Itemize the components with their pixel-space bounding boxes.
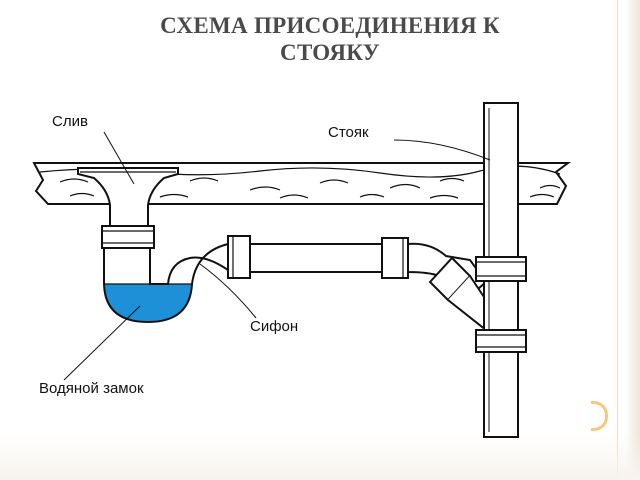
slide-title-line-2: СТОЯКУ xyxy=(280,40,380,65)
slide-title: СХЕМА ПРИСОЕДИНЕНИЯ К СТОЯКУ xyxy=(60,12,600,66)
slide-border-line xyxy=(617,0,618,480)
decorative-curl xyxy=(591,401,608,431)
outlet-pipe xyxy=(227,235,409,279)
drain-coupling xyxy=(101,225,155,249)
label-siphon: Сифон xyxy=(250,318,298,335)
slide-border-right xyxy=(626,0,640,480)
slide-title-line-1: СХЕМА ПРИСОЕДИНЕНИЯ К xyxy=(160,13,500,38)
label-drain: Слив xyxy=(52,113,88,130)
label-water-seal: Водяной замок xyxy=(39,380,144,397)
water-seal-fill xyxy=(104,284,192,322)
riser-pipe xyxy=(475,102,527,438)
label-riser: Стояк xyxy=(328,124,369,141)
leader-lines xyxy=(63,131,491,381)
slide-border-bottom xyxy=(0,434,640,480)
elbow-fitting xyxy=(407,242,488,333)
siphon-u-bend xyxy=(103,243,229,324)
